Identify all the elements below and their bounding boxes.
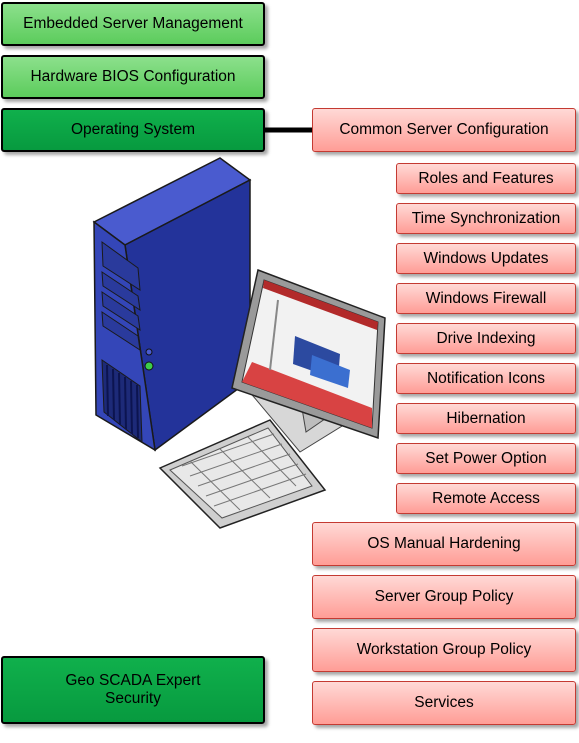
embedded-server-management-label: Embedded Server Management <box>23 15 243 32</box>
remote-access-box: Remote Access <box>396 483 576 514</box>
server-group-policy-box: Server Group Policy <box>312 575 576 619</box>
set-power-option-label: Set Power Option <box>425 449 547 467</box>
workstation-group-policy-label: Workstation Group Policy <box>356 641 532 658</box>
operating-system-label: Operating System <box>70 121 196 138</box>
services-label: Services <box>414 694 474 711</box>
embedded-server-management-box: Embedded Server Management <box>1 2 265 46</box>
notification-icons-box: Notification Icons <box>396 363 576 394</box>
workstation-group-policy-box: Workstation Group Policy <box>312 628 576 672</box>
time-synchronization-label: Time Synchronization <box>411 209 561 227</box>
common-server-configuration-box: Common Server Configuration <box>312 108 576 152</box>
notification-icons-label: Notification Icons <box>426 369 546 387</box>
server-group-policy-label: Server Group Policy <box>374 588 514 605</box>
hibernation-label: Hibernation <box>446 409 526 427</box>
windows-firewall-box: Windows Firewall <box>396 283 576 314</box>
computer-illustration <box>92 157 386 529</box>
roles-and-features-box: Roles and Features <box>396 163 576 194</box>
services-box: Services <box>312 681 576 725</box>
monitor-icon <box>231 268 386 453</box>
hardware-bios-configuration-label: Hardware BIOS Configuration <box>30 68 236 85</box>
hardware-bios-configuration-box: Hardware BIOS Configuration <box>1 55 265 99</box>
drive-indexing-box: Drive Indexing <box>396 323 576 354</box>
os-manual-hardening-label: OS Manual Hardening <box>367 535 521 552</box>
operating-system-box: Operating System <box>1 108 265 152</box>
drive-indexing-label: Drive Indexing <box>436 329 536 347</box>
windows-updates-box: Windows Updates <box>396 243 576 274</box>
server-tower-icon <box>92 157 252 452</box>
hibernation-box: Hibernation <box>396 403 576 434</box>
common-server-configuration-label: Common Server Configuration <box>339 121 549 138</box>
set-power-option-box: Set Power Option <box>396 443 576 474</box>
geo-scada-security-box: Geo SCADA Expert Security <box>1 656 265 724</box>
remote-access-label: Remote Access <box>432 489 540 507</box>
time-synchronization-box: Time Synchronization <box>396 203 576 234</box>
os-manual-hardening-box: OS Manual Hardening <box>312 522 576 566</box>
geo-scada-security-label: Geo SCADA Expert Security <box>65 672 201 707</box>
windows-updates-label: Windows Updates <box>423 249 549 267</box>
keyboard-icon <box>158 419 327 529</box>
windows-firewall-label: Windows Firewall <box>425 289 547 307</box>
roles-and-features-label: Roles and Features <box>418 169 554 187</box>
